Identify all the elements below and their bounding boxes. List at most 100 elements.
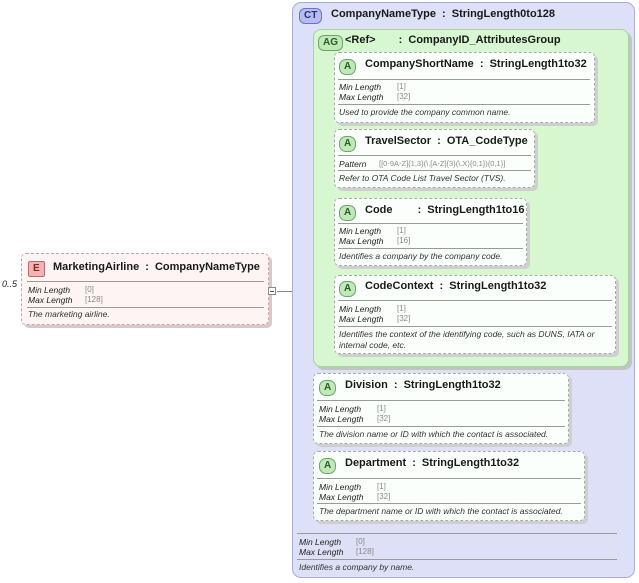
facet-label: Min Length: [339, 226, 382, 236]
attribute-badge: A: [339, 205, 357, 221]
facet-value: [32]: [397, 92, 411, 101]
type-separator: :: [439, 280, 444, 292]
facet-label: Max Length: [319, 492, 364, 502]
separator-line: [317, 478, 581, 479]
attribute-type: StringLength1to32: [403, 379, 501, 391]
facet-label: Min Length: [299, 537, 342, 547]
documentation-text: Refer to OTA Code List Travel Sector (TV…: [339, 173, 506, 183]
documentation-text: The division name or ID with which the c…: [319, 429, 549, 439]
separator-line: [338, 223, 523, 224]
attribute-title: Division : StringLength1to32: [345, 379, 501, 391]
facet-value: [0]: [356, 537, 365, 546]
facet-label: Min Length: [319, 404, 362, 414]
facet-label: Pattern: [339, 159, 367, 169]
facet-value: [32]: [377, 414, 391, 423]
facet-label: Min Length: [28, 285, 71, 295]
documentation-text: The department name or ID with which the…: [319, 506, 563, 516]
separator-line: [338, 170, 531, 171]
facet-label: Max Length: [339, 314, 384, 324]
facet-value: [1]: [397, 304, 406, 313]
separator-line: [27, 307, 264, 308]
attribute-type: StringLength1to32: [489, 58, 587, 70]
documentation-text: Identifies the context of the identifyin…: [339, 329, 595, 350]
separator-line: [338, 104, 590, 105]
occurrence-label: 0..5: [2, 279, 18, 289]
element-name: MarketingAirline: [53, 261, 140, 273]
separator-line: [338, 300, 612, 301]
attribute-title: CodeContext : StringLength1to32: [365, 280, 546, 292]
separator-line: [338, 248, 523, 249]
type-separator: :: [393, 379, 398, 391]
type-separator: :: [442, 8, 446, 20]
attribute-badge: A: [339, 281, 357, 297]
separator-line: [317, 426, 565, 427]
facet-value: [128]: [356, 547, 374, 556]
documentation-text: The marketing airline.: [28, 309, 110, 319]
element-card-marketing-airline[interactable]: E MarketingAirline : CompanyNameType Min…: [21, 253, 269, 325]
facet-label: Max Length: [339, 92, 384, 102]
attribute-card-travel-sector[interactable]: A TravelSector : OTA_CodeType Pattern [[…: [334, 129, 535, 188]
attribute-badge: A: [319, 458, 337, 474]
element-type: CompanyNameType: [154, 261, 260, 273]
type-separator: :: [398, 34, 403, 46]
type-separator: :: [479, 58, 484, 70]
attribute-card-company-short-name[interactable]: A CompanyShortName : StringLength1to32 M…: [334, 52, 595, 123]
complex-type-badge: CT: [299, 8, 323, 24]
type-separator: :: [417, 204, 422, 216]
attribute-name: Department: [345, 457, 407, 469]
facet-value: [128]: [85, 295, 103, 304]
type-separator: :: [145, 261, 149, 273]
attribute-group-title: <Ref> : CompanyID_AttributesGroup: [345, 34, 561, 46]
separator-line: [338, 155, 531, 156]
separator-line: [317, 400, 565, 401]
type-separator: :: [412, 457, 416, 469]
attribute-title: TravelSector : OTA_CodeType: [365, 135, 528, 147]
facet-value: [1]: [377, 482, 386, 491]
documentation-text: Identifies a company by name.: [299, 562, 415, 572]
facet-value: [1]: [397, 82, 406, 91]
facet-label: Min Length: [339, 304, 382, 314]
facet-label: Max Length: [28, 295, 73, 305]
attribute-name: CompanyShortName: [365, 58, 474, 70]
complex-type-title: CompanyNameType : StringLength0to128: [331, 8, 555, 20]
attribute-type: StringLength1to32: [421, 457, 520, 469]
attribute-card-department[interactable]: A Department : StringLength1to32 Min Len…: [313, 451, 585, 521]
separator-line: [317, 503, 581, 504]
facet-value: [0]: [85, 285, 94, 294]
attribute-title: Code : StringLength1to16: [365, 204, 524, 216]
facet-value: [[0-9A-Z]{1,3}(\.[A-Z]{3}(\.X){0,1}){0,1…: [379, 159, 506, 168]
attribute-group-ref: <Ref>: [345, 34, 376, 46]
separator-line: [338, 79, 590, 80]
attribute-type: StringLength1to16: [427, 204, 525, 216]
attribute-name: Code: [365, 204, 393, 216]
complex-type-base: StringLength0to128: [451, 8, 556, 20]
facet-value: [16]: [397, 236, 411, 245]
facet-label: Max Length: [299, 547, 344, 557]
attribute-card-division[interactable]: A Division : StringLength1to32 Min Lengt…: [313, 373, 569, 444]
facet-value: [1]: [377, 404, 386, 413]
attribute-name: Division: [345, 379, 388, 391]
connector-line: [277, 291, 305, 292]
attribute-card-code[interactable]: A Code : StringLength1to16 Min Length [1…: [334, 198, 527, 266]
attribute-badge: A: [339, 59, 357, 75]
collapse-toggle[interactable]: [268, 287, 276, 295]
element-badge: E: [28, 261, 45, 277]
attribute-name: TravelSector: [365, 135, 432, 147]
facet-value: [32]: [377, 492, 391, 501]
element-title: MarketingAirline : CompanyNameType: [53, 261, 260, 273]
complex-type-name: CompanyNameType: [331, 8, 436, 20]
facet-label: Min Length: [319, 482, 362, 492]
separator-line: [297, 559, 617, 560]
type-separator: :: [437, 135, 441, 147]
separator-line: [27, 281, 264, 282]
documentation-text: Identifies a company by the company code…: [339, 251, 503, 261]
attribute-name: CodeContext: [365, 280, 434, 292]
attribute-title: CompanyShortName : StringLength1to32: [365, 58, 587, 70]
attribute-card-code-context[interactable]: A CodeContext : StringLength1to32 Min Le…: [334, 275, 616, 354]
attribute-type: StringLength1to32: [449, 280, 547, 292]
attribute-type: OTA_CodeType: [446, 135, 528, 147]
attribute-group-name: CompanyID_AttributesGroup: [408, 34, 561, 46]
facet-label: Max Length: [319, 414, 364, 424]
attribute-title: Department : StringLength1to32: [345, 457, 519, 469]
facet-value: [32]: [397, 314, 411, 323]
